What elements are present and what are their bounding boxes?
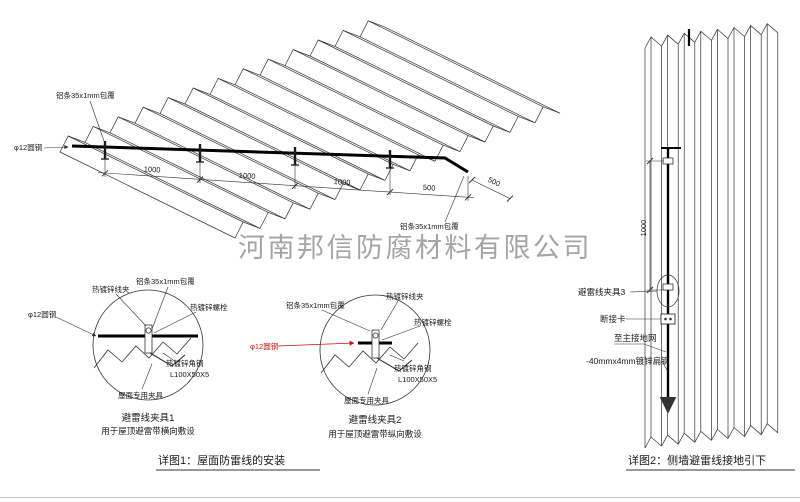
clamp-detail-1-labels: 热镀锌线夹 铝条35x1mm包覆 热镀锌螺栓 φ12圆钢 热镀锌角钢 L100X… [28,276,228,436]
caption-detail2: 详图2：侧墙避雷线接地引下 [628,453,766,467]
roof-labels: 铝条35x1mm包覆 φ12圆钢 铝条35x1mm包覆 [14,90,459,231]
label-aluminum-strip-left: 铝条35x1mm包覆 [56,90,115,100]
label-strip: 铝条35x1mm包覆 [136,276,195,286]
dim-label: 500 [486,175,501,189]
label-bolt: 热镀锌螺栓 [190,302,228,312]
wall-conductor-group [614,29,691,414]
dim-label: 1000 [239,171,256,181]
label-clamp3: 避雷线夹具3 [578,287,626,297]
label-wire-clamp: 热镀锌线夹 [386,291,424,301]
wall-labels: 避雷线夹具3 断接卡 至主接地网 -40mmx4mm镀锌扁钢 1000 [578,220,670,366]
label-round-steel-rod: φ12圆钢 [14,142,42,152]
clamp-detail-1 [55,286,204,401]
caption-detail1: 详图1：屋面防雷线的安装 [158,453,285,467]
label-wire-clamp: 热镀锌线夹 [92,284,130,294]
dim-label: 500 [423,183,436,193]
roof-dim-labels: 1000 1000 1000 500 500 [144,164,502,192]
angle-steel-section [149,352,186,367]
wire-clamp [99,139,111,161]
detail1-clamp-subtitle: 用于屋顶避雷带横向敷设 [101,426,195,436]
label-flat-steel: -40mmx4mm镀锌扁钢 [586,356,670,366]
label-angle-steel: 热镀锌角钢 [166,358,204,368]
disconnect-bolt [664,317,667,321]
wire-clamp [289,145,301,167]
roof-panel [59,20,561,239]
wall-panel [644,23,779,449]
clamp-detail-2 [277,294,431,406]
dim-label: 1000 [334,177,351,187]
clamp-body [144,324,153,354]
label-aluminum-strip-right: 铝条35x1mm包覆 [400,221,459,231]
detail-circle [319,294,431,406]
label-rod: φ12圆钢 [28,309,56,319]
bolt-head [145,327,152,334]
company-watermark: 河南邦信防腐材料有限公司 [238,233,592,263]
lightning-wire [71,144,469,174]
disconnect-bolt [669,317,672,321]
angle-steel-section [376,357,413,372]
captions: 详图1：屋面防雷线的安装 详图2：侧墙避雷线接地引下 [156,453,795,471]
label-fixture: 屋面专用夹具 [118,390,163,400]
roof-leaders [43,100,465,223]
label-disconnect: 断接卡 [600,314,626,324]
label-rod-red: φ12圆钢 [250,341,278,351]
label-angle-spec: L100X50X5 [398,375,437,384]
wall-clamp-lower [662,283,674,291]
bolt-head [372,332,379,339]
roof-dimensions [97,158,514,202]
red-leader [277,340,355,347]
wall-dim-label: 1000 [639,220,648,237]
disconnect-link [660,313,676,325]
clamp-body [371,329,380,359]
label-bolt: 热镀锌螺栓 [414,317,452,327]
roof-sheet-profile [320,342,419,374]
label-fixture: 屋面专用夹具 [344,395,389,405]
label-strip: 铝条35x1mm包覆 [286,300,345,310]
detail-circle [92,289,204,401]
label-angle-steel: 热镀锌角钢 [394,363,432,373]
detail2-clamp-subtitle: 用于屋顶避雷带纵向敷设 [328,429,422,439]
detail1-clamp-title: 避雷线夹具1 [122,412,175,424]
wall-clamp-upper [662,157,674,165]
label-to-ground: 至主接地网 [614,333,657,343]
clamp-detail-2-labels: 铝条35x1mm包覆 热镀锌线夹 热镀锌螺栓 φ12圆钢 热镀锌角钢 L100X… [250,291,452,439]
wire-clamp [194,142,206,164]
dim-label: 1000 [144,164,161,174]
roof-sheet-profile [93,337,192,369]
label-angle-spec: L100X50X5 [170,370,209,379]
detail2-clamp-title: 避雷线夹具2 [349,414,402,426]
